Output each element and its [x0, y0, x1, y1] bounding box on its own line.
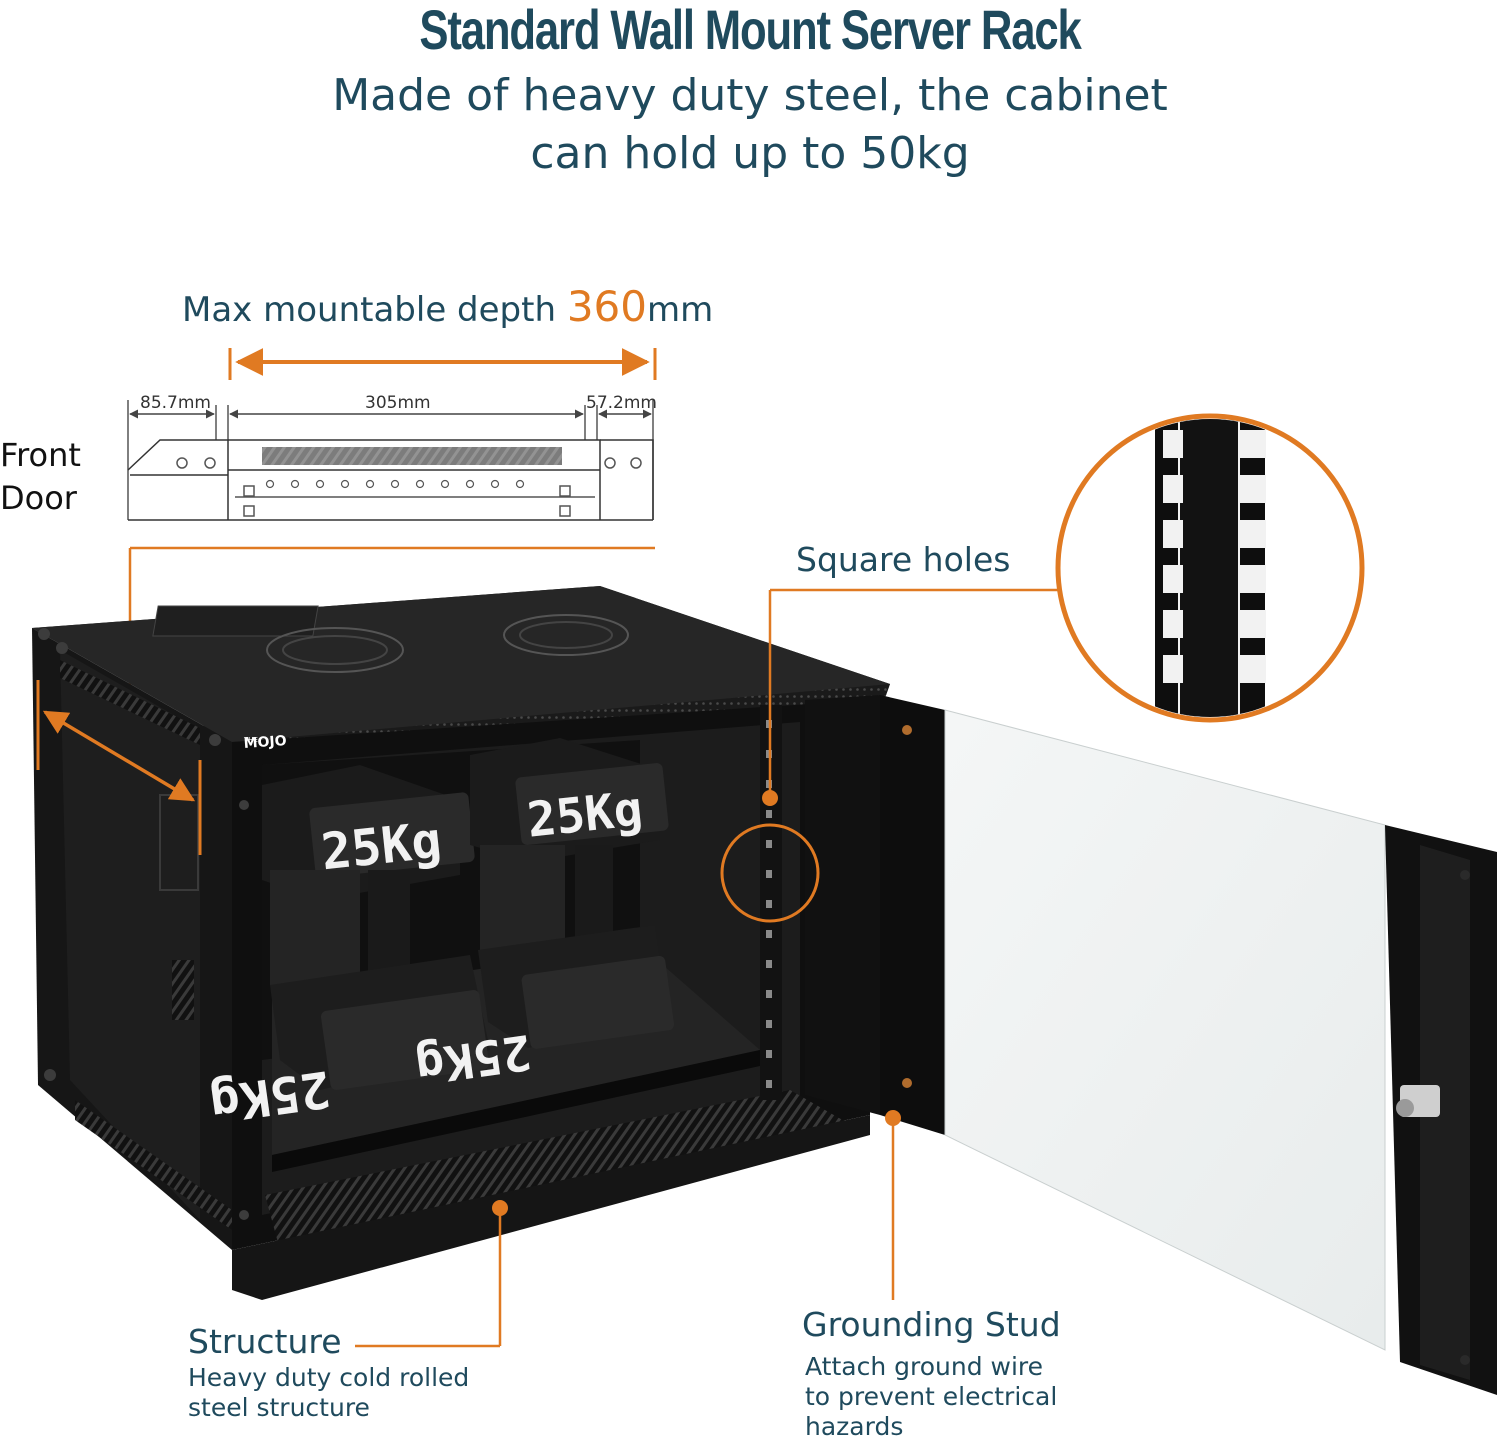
- depth-arrow: [228, 348, 657, 380]
- weight-left: 25Kg 25Kg: [206, 765, 490, 1133]
- grounding-desc-line2: to prevent electrical: [805, 1382, 1058, 1411]
- depth-value: 360: [566, 282, 647, 331]
- grounding-desc-line3: hazards: [805, 1412, 904, 1441]
- structure-title: Structure: [188, 1322, 342, 1361]
- grounding-leader: [885, 1110, 901, 1300]
- structure-desc-line1: Heavy duty cold rolled: [188, 1363, 470, 1392]
- weight-label-1: 25Kg: [318, 811, 444, 881]
- grounding-title: Grounding Stud: [802, 1305, 1061, 1344]
- front-door-label: Front Door: [0, 434, 81, 520]
- structure-leader: [355, 1200, 508, 1348]
- weight-label-2: 25Kg: [524, 781, 645, 849]
- page-title: Standard Wall Mount Server Rack: [419, 0, 1081, 61]
- depth-caption: Max mountable depth 360mm: [182, 282, 713, 331]
- subtitle-line-1: Made of heavy duty steel, the cabinet: [332, 70, 1168, 121]
- front-door-line1: Front: [0, 436, 81, 474]
- brand-small: THE: [243, 736, 258, 744]
- grounding-desc: Attach ground wire to prevent electrical…: [805, 1352, 1057, 1442]
- dim-middle: 305mm: [365, 393, 431, 413]
- structure-desc: Heavy duty cold rolled steel structure: [188, 1363, 469, 1423]
- square-holes-label: Square holes: [796, 540, 1011, 579]
- glass-door: [805, 695, 1497, 1395]
- structure-desc-line2: steel structure: [188, 1393, 370, 1422]
- side-view-drawing: [127, 400, 654, 521]
- depth-prefix: Max mountable depth: [182, 290, 567, 330]
- depth-unit: mm: [646, 290, 714, 330]
- square-holes-zoom: [1155, 419, 1266, 717]
- side-depth-indicator: [36, 680, 202, 855]
- brand-logo: MOJO: [243, 733, 287, 752]
- cabinet: THE MOJO: [32, 586, 890, 1300]
- dim-rear: 57.2mm: [586, 393, 657, 413]
- grounding-desc-line1: Attach ground wire: [805, 1352, 1044, 1381]
- dim-front: 85.7mm: [140, 393, 211, 413]
- subtitle-line-2: can hold up to 50kg: [530, 128, 970, 179]
- front-door-line2: Door: [0, 479, 77, 517]
